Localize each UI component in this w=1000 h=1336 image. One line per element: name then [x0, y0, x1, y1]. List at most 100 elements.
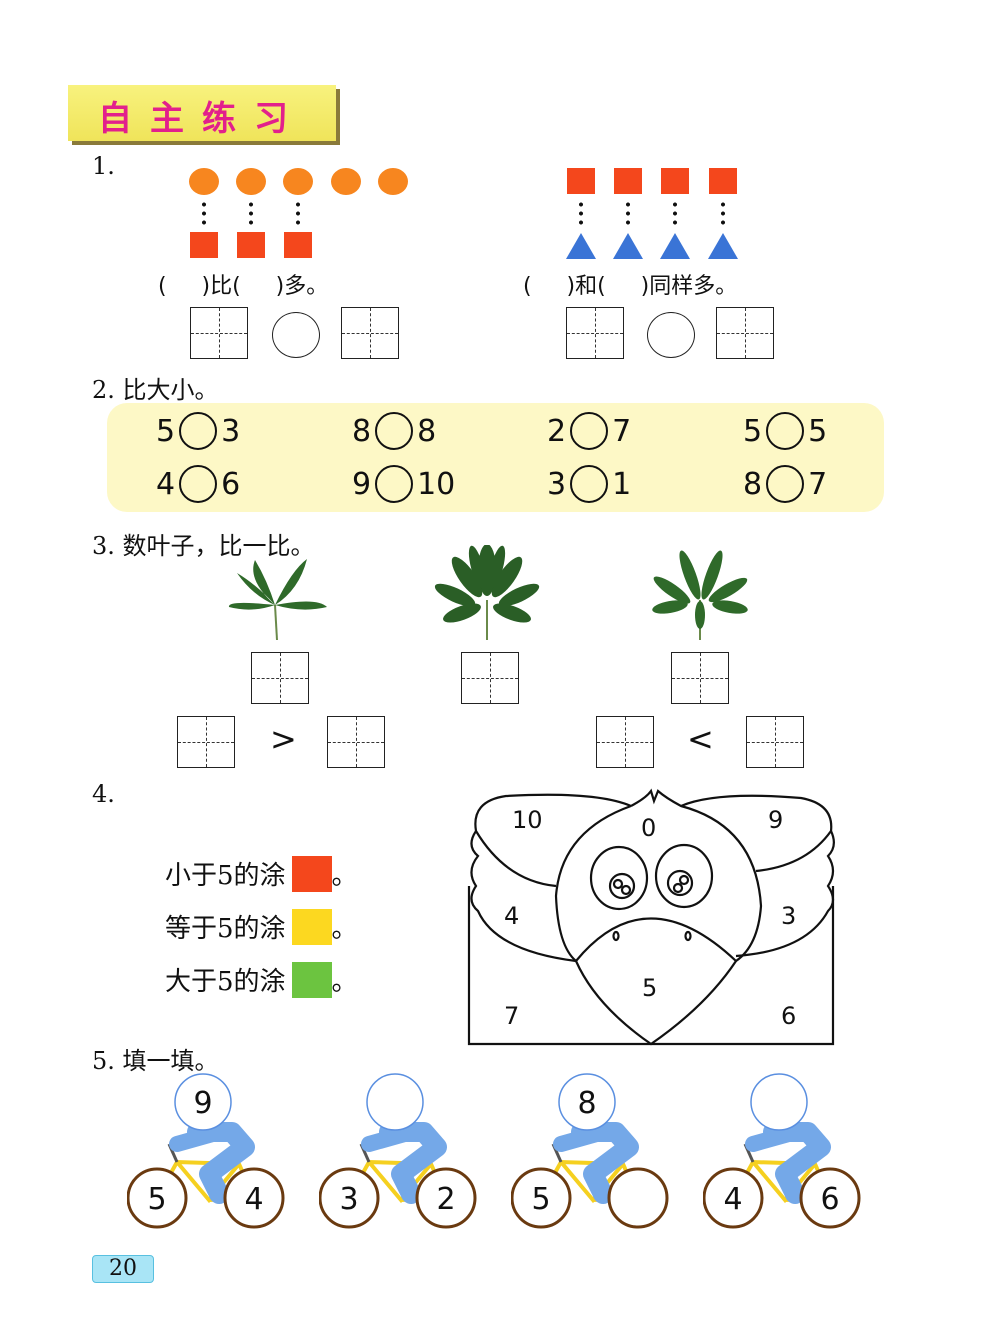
bicycle-rider: 9 5 4: [127, 1073, 285, 1229]
left-wing-top: [474, 793, 632, 888]
answer-box[interactable]: [746, 716, 804, 768]
left-wheel: [511, 1167, 572, 1229]
compare-circle[interactable]: [375, 412, 414, 450]
compare-circle[interactable]: [570, 465, 609, 503]
answer-box[interactable]: [566, 307, 624, 359]
rule-text: 大于5的涂: [165, 967, 286, 997]
head-circle: [366, 1073, 424, 1131]
q1-left-sentence: ( )比( )多。: [158, 274, 329, 299]
section-title: 自主练习: [98, 99, 306, 139]
head-circle: [558, 1073, 616, 1131]
left-wheel-number[interactable]: 3: [339, 1182, 358, 1217]
blue-triangle: [708, 233, 738, 259]
answer-box[interactable]: [341, 307, 399, 359]
region-number: 0: [641, 814, 656, 842]
leaf-count-box[interactable]: [251, 652, 309, 704]
right-wheel: [799, 1167, 861, 1229]
dotted-connector: [626, 200, 630, 226]
rule-text: 小于5的涂: [165, 861, 286, 891]
dotted-connector: [249, 200, 253, 226]
leaf-7: [652, 550, 748, 640]
dotted-connector: [202, 200, 206, 226]
leaf-count-box[interactable]: [461, 652, 519, 704]
left-number: 8: [352, 413, 372, 449]
compare-circle[interactable]: [766, 412, 805, 450]
left-number: 5: [743, 413, 763, 449]
answer-box[interactable]: [190, 307, 248, 359]
orange-circle: [189, 168, 219, 195]
right-number: 8: [417, 413, 437, 449]
q2-title: 2. 比大小。: [92, 376, 219, 404]
bird-coloring-picture: 10 0 9 4 3 5 7 6: [467, 788, 835, 1046]
answer-box[interactable]: [327, 716, 385, 768]
orange-circle: [378, 168, 408, 195]
leaf-5: [228, 559, 327, 641]
blue-triangle: [660, 233, 690, 259]
left-wheel-number[interactable]: 4: [723, 1182, 742, 1217]
greater-than-sign: >: [270, 720, 297, 758]
right-wheel: [223, 1167, 285, 1229]
region-number: 6: [781, 1002, 796, 1030]
right-wheel-number[interactable]: 2: [436, 1182, 455, 1217]
right-number: 5: [808, 413, 828, 449]
leaf-9: [434, 545, 540, 640]
orange-circle: [236, 168, 266, 195]
right-number: 7: [612, 413, 632, 449]
period: 。: [331, 914, 358, 944]
region-number: 5: [642, 974, 657, 1002]
bicycle-rider: 8 5: [511, 1073, 669, 1229]
compare-circle[interactable]: [375, 465, 414, 503]
red-square: [190, 232, 218, 258]
compare-circle[interactable]: [766, 465, 805, 503]
green-swatch: [291, 961, 332, 998]
yellow-swatch: [291, 908, 332, 945]
q1-number: 1.: [92, 152, 115, 180]
right-wheel-number[interactable]: 4: [244, 1182, 263, 1217]
leaves-illustration: [228, 545, 748, 641]
head-circle: [750, 1073, 808, 1131]
compare-circle[interactable]: [179, 465, 218, 503]
head-number[interactable]: 9: [193, 1086, 212, 1121]
compare-circle[interactable]: [272, 312, 320, 358]
left-wheel: [703, 1167, 764, 1229]
period: 。: [331, 861, 358, 891]
left-wheel-number[interactable]: 5: [531, 1182, 550, 1217]
head-circle: [174, 1073, 232, 1131]
left-wing: [470, 830, 577, 963]
answer-box[interactable]: [177, 716, 235, 768]
right-number: 3: [221, 413, 241, 449]
compare-circle[interactable]: [570, 412, 609, 450]
color-rule-less: 小于5的涂 。: [165, 855, 358, 892]
compare-circle[interactable]: [647, 312, 695, 358]
right-wing: [735, 830, 835, 958]
left-number: 9: [352, 466, 372, 502]
right-wheel: [415, 1167, 477, 1229]
compare-circle[interactable]: [179, 412, 218, 450]
bicycle-rider: 3 2: [319, 1073, 477, 1229]
color-rule-equal: 等于5的涂。: [165, 908, 358, 945]
left-number: 4: [156, 466, 176, 502]
region-number: 7: [504, 1002, 519, 1030]
region-number: 4: [504, 902, 519, 930]
leaf-count-box[interactable]: [671, 652, 729, 704]
less-than-sign: <: [687, 720, 714, 758]
dotted-connector: [673, 200, 677, 226]
answer-box[interactable]: [596, 716, 654, 768]
period: 。: [331, 967, 358, 997]
color-rule-greater: 大于5的涂 。: [165, 961, 358, 998]
right-wheel-number[interactable]: 6: [820, 1182, 839, 1217]
head-number[interactable]: 8: [577, 1086, 596, 1121]
left-number: 5: [156, 413, 176, 449]
bicycle-rider: 4 6: [703, 1073, 861, 1229]
q1-right-sentence: ( )和( )同样多。: [523, 274, 738, 299]
answer-box[interactable]: [716, 307, 774, 359]
orange-circle: [283, 168, 313, 195]
left-wheel-number[interactable]: 5: [147, 1182, 166, 1217]
head: [630, 788, 763, 962]
